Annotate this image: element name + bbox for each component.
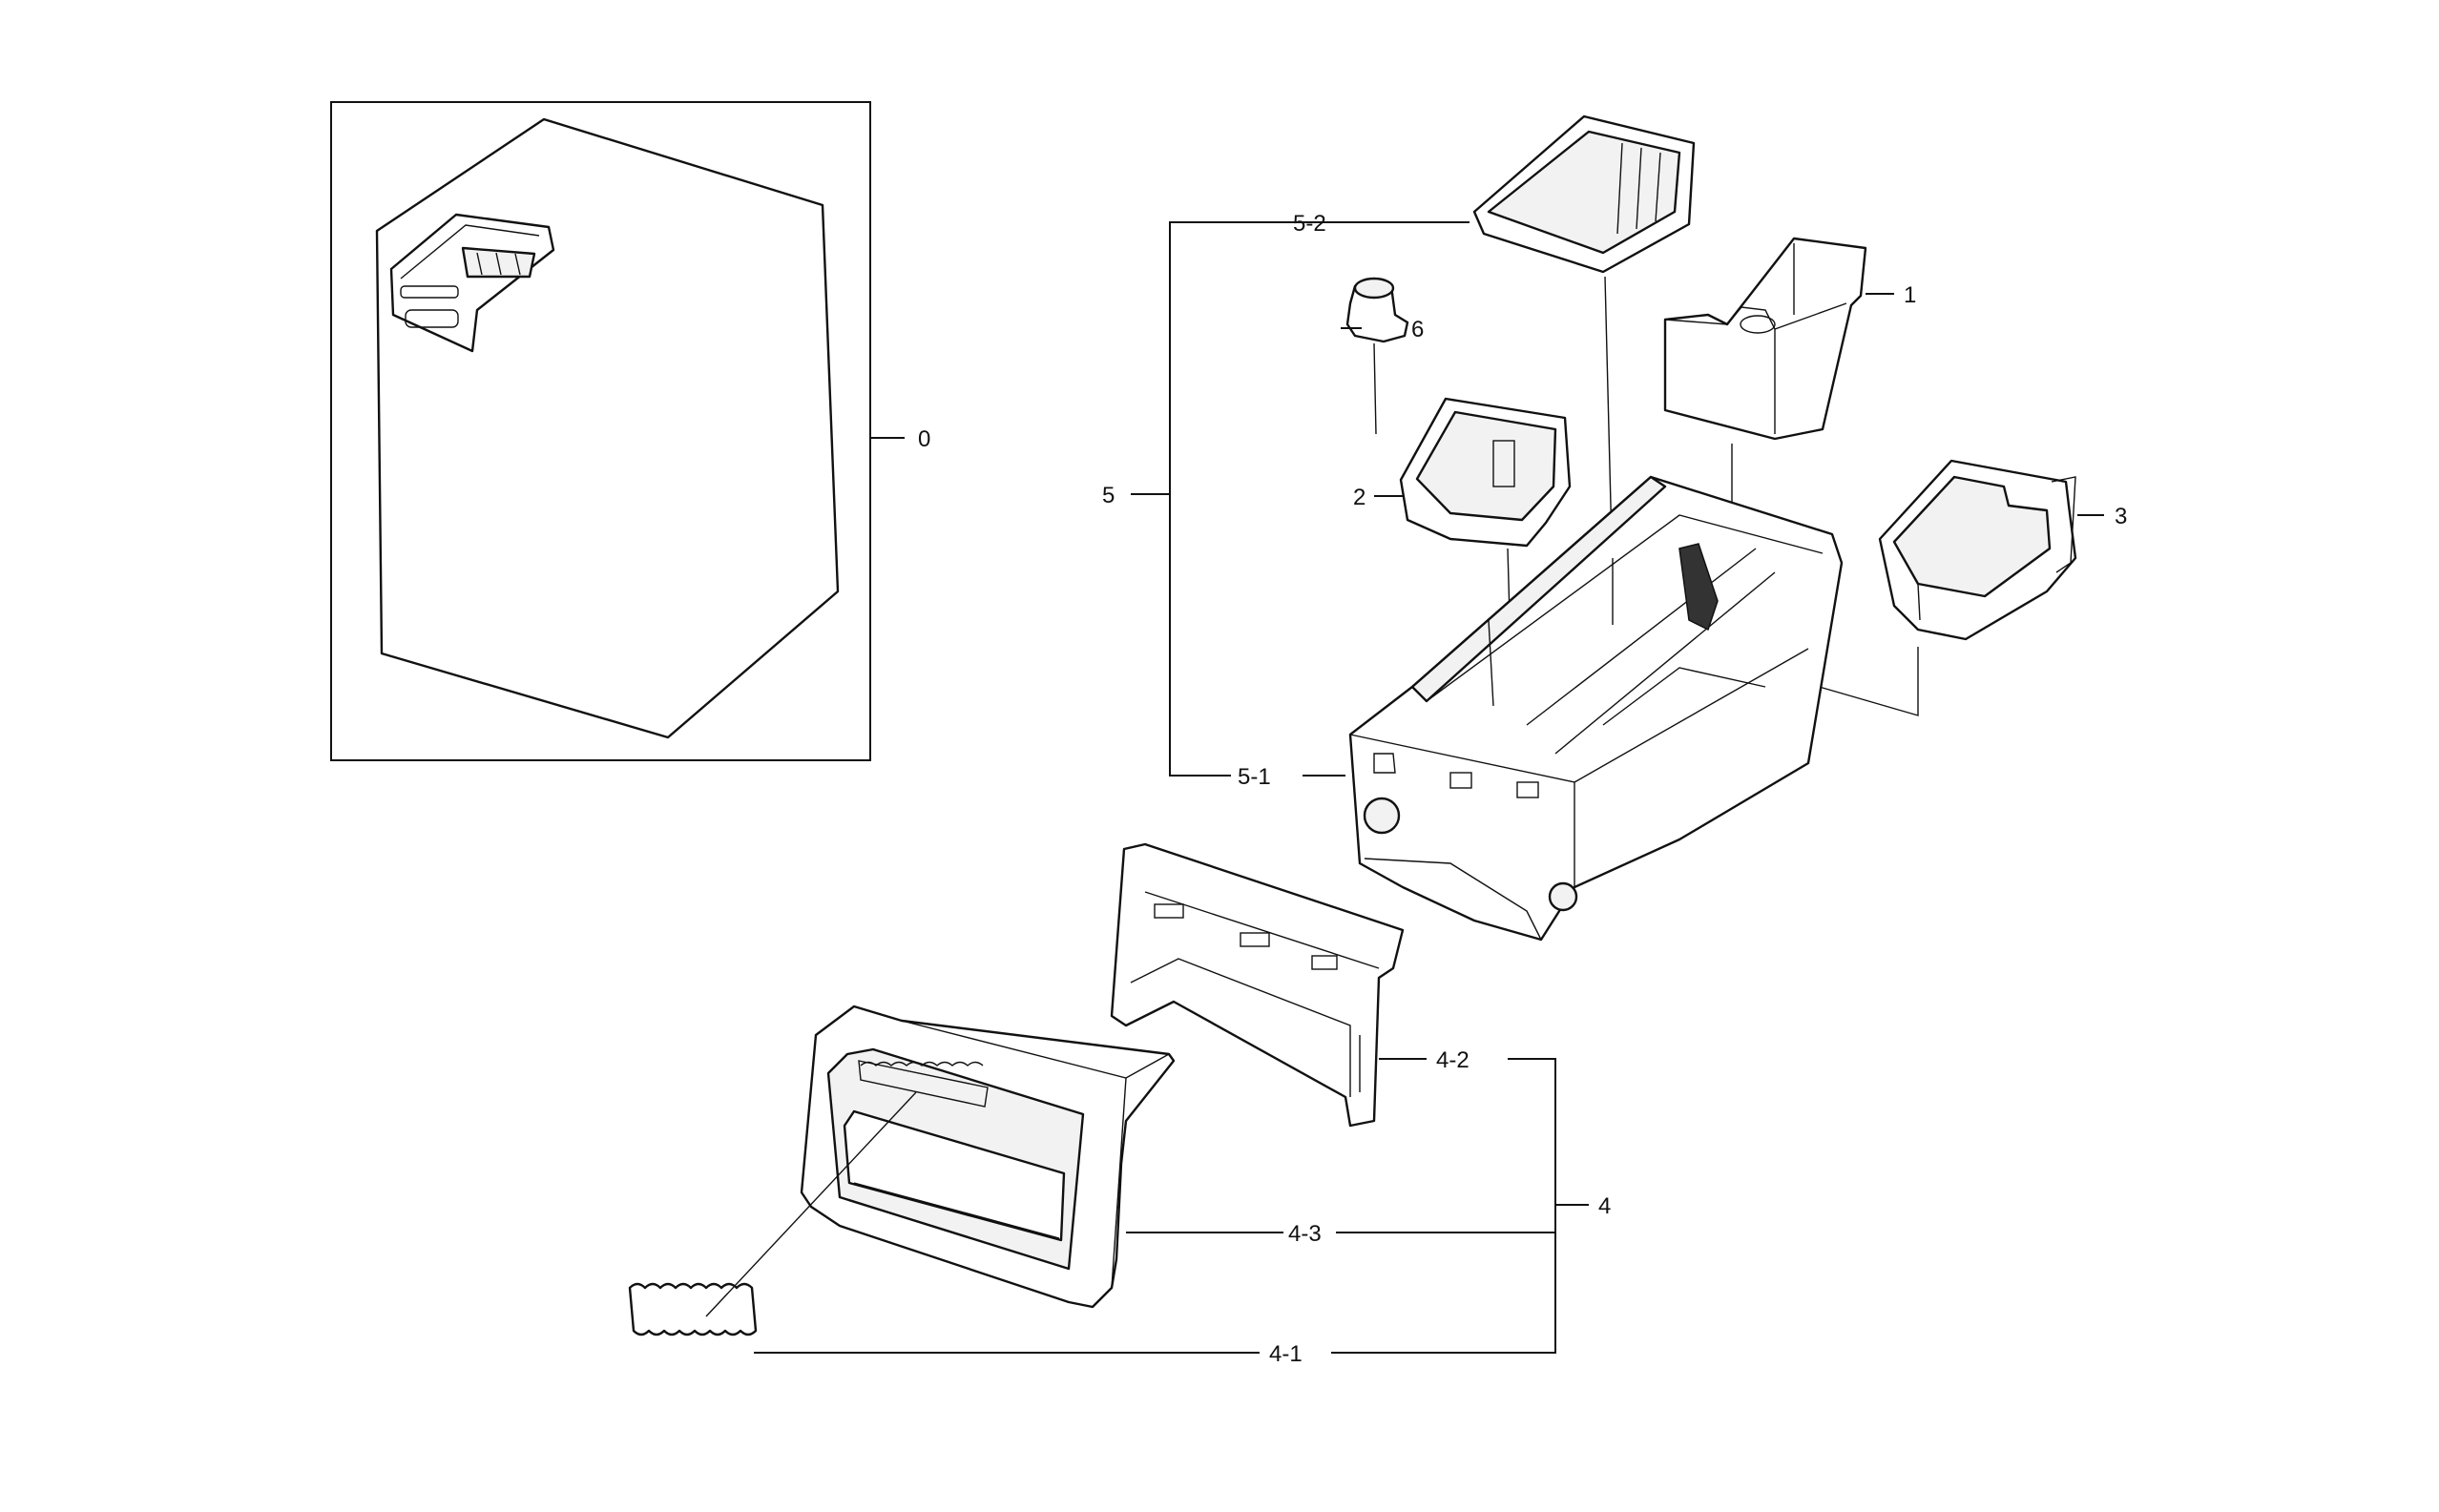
part-6-siphon-cap xyxy=(1345,277,1409,435)
part-4-3-drawer-front xyxy=(800,1005,1176,1309)
part-3-softener-cup xyxy=(1588,459,2077,716)
part-4-1-grip-insert xyxy=(628,1091,917,1336)
callout-0: 0 xyxy=(918,426,930,452)
callout-6: 6 xyxy=(1411,317,1424,342)
callout-5-2: 5-2 xyxy=(1293,211,1326,237)
callout-5: 5 xyxy=(1102,483,1115,508)
callout-4: 4 xyxy=(1598,1193,1611,1219)
part-0-assembly-box xyxy=(330,101,871,761)
callout-4-1: 4-1 xyxy=(1269,1341,1303,1367)
part-5-1-housing xyxy=(1348,475,1844,942)
callout-1: 1 xyxy=(1904,282,1916,308)
callout-4-2: 4-2 xyxy=(1436,1047,1470,1073)
callout-3: 3 xyxy=(2115,504,2127,529)
bracket-5 xyxy=(1169,221,1336,777)
callout-5-1: 5-1 xyxy=(1238,764,1271,790)
callout-4-3: 4-3 xyxy=(1288,1221,1322,1247)
part-2-cup xyxy=(1399,397,1572,821)
part-5-2-tray xyxy=(1472,114,1696,583)
callout-2: 2 xyxy=(1353,485,1365,510)
part-4-2-inner-panel xyxy=(1110,842,1405,1128)
